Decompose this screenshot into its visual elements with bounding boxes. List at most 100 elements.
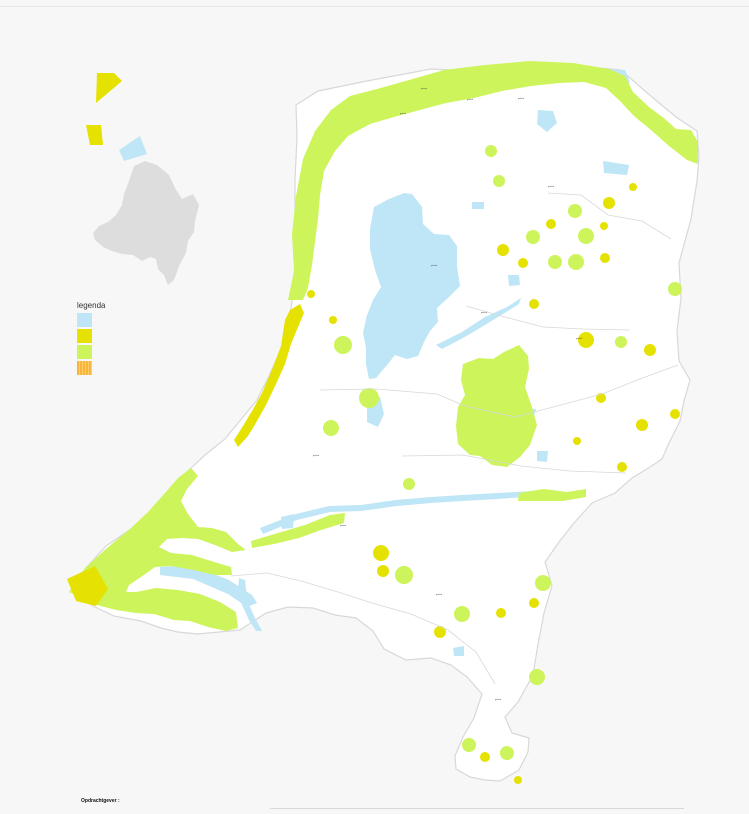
ijsselmeer-water	[363, 193, 460, 379]
yellow-patch-22	[670, 409, 680, 419]
east-river-green-strip	[518, 489, 586, 501]
client-label: Opdrachtgever :	[81, 798, 120, 804]
green-patch-2	[526, 230, 540, 244]
yellow-patch-13	[434, 626, 446, 638]
north-lake-water	[537, 110, 557, 132]
legend-swatch-green	[77, 345, 92, 359]
svg-text:gebied: gebied	[467, 99, 473, 101]
legend: legenda	[77, 301, 157, 393]
yellow-areas	[67, 183, 680, 784]
yellow-patch-11	[373, 545, 389, 561]
southwest-yellow-area	[67, 566, 108, 606]
river-green-strip	[251, 513, 345, 548]
yellow-patch-6	[600, 253, 610, 263]
yellow-patch-10	[596, 393, 606, 403]
svg-text:gebied: gebied	[340, 525, 346, 527]
yellow-patch-2	[518, 258, 528, 268]
yellow-patch-8	[644, 344, 656, 356]
green-patch-19	[500, 746, 514, 760]
small-water-7	[453, 646, 464, 656]
small-water-3	[508, 275, 520, 286]
svg-text:gebied: gebied	[421, 88, 427, 90]
green-patch-8	[323, 420, 339, 436]
green-patch-14	[668, 282, 682, 296]
legend-title: legenda	[77, 301, 106, 310]
legend-item-green	[77, 345, 157, 359]
green-patch-11	[454, 606, 470, 622]
river-water-2	[260, 491, 535, 534]
yellow-patch-14	[496, 608, 506, 618]
legend-item-yellow	[77, 329, 157, 343]
yellow-patch-24	[629, 183, 637, 191]
svg-text:gebied: gebied	[576, 338, 582, 340]
boundary-line-4	[547, 192, 672, 240]
legend-swatch-water	[77, 313, 92, 327]
svg-text:gebied: gebied	[518, 98, 524, 100]
inset-netherlands-shape	[93, 161, 199, 285]
yellow-patch-1	[497, 244, 509, 256]
small-water-4	[603, 161, 629, 175]
yellow-patch-9	[636, 419, 648, 431]
delta-green-area	[69, 468, 246, 631]
yellow-patch-18	[307, 290, 315, 298]
river-water-1	[436, 298, 521, 349]
inset-blue-area	[119, 136, 147, 161]
green-patch-12	[529, 669, 545, 685]
svg-text:gebied: gebied	[548, 186, 554, 188]
green-patch-4	[568, 254, 584, 270]
small-water-5	[472, 202, 484, 209]
west-coast-yellow-strip	[234, 304, 304, 447]
inset-small-yellow-area	[86, 125, 103, 145]
yellow-patch-15	[529, 598, 539, 608]
yellow-patch-19	[329, 316, 337, 324]
yellow-patch-20	[573, 437, 581, 445]
green-patch-10	[395, 566, 413, 584]
boundary-line-1	[319, 364, 679, 418]
green-patch-17	[535, 575, 551, 591]
legend-swatch-orange	[77, 361, 92, 375]
small-water-2	[281, 514, 294, 529]
legend-item-orange	[77, 361, 157, 375]
yellow-patch-16	[480, 752, 490, 762]
place-labels: gebied gebied gebied gebied gebied gebie…	[313, 88, 582, 701]
green-patch-3	[548, 255, 562, 269]
yellow-patch-23	[600, 222, 608, 230]
green-patch-15	[485, 145, 497, 157]
footer-divider	[270, 808, 684, 809]
river-water-3	[160, 565, 257, 607]
veluwe-green-area	[456, 345, 537, 467]
boundary-lines	[230, 192, 679, 685]
inset-map	[86, 73, 199, 285]
green-patch-5	[568, 204, 582, 218]
boundary-line-2	[401, 454, 627, 474]
small-water-6	[537, 451, 548, 462]
yellow-patch-5	[603, 197, 615, 209]
svg-text:gebied: gebied	[495, 699, 501, 701]
yellow-patch-3	[529, 299, 539, 309]
svg-text:gebied: gebied	[481, 312, 487, 314]
inset-north-yellow-area	[96, 73, 122, 103]
green-patch-13	[615, 336, 627, 348]
yellow-patch-12	[377, 565, 389, 577]
yellow-patch-7	[578, 332, 594, 348]
svg-text:gebied: gebied	[400, 113, 406, 115]
svg-text:gebied: gebied	[313, 455, 319, 457]
top-divider	[0, 6, 749, 7]
boundary-line-3	[230, 572, 496, 685]
legend-item-water	[77, 313, 157, 327]
svg-text:gebied: gebied	[436, 594, 442, 596]
green-patch-6	[578, 228, 594, 244]
svg-text:gebied: gebied	[431, 265, 437, 267]
yellow-patch-21	[617, 462, 627, 472]
river-water-4	[238, 578, 262, 631]
green-patch-9	[359, 388, 379, 408]
green-patch-16	[403, 478, 415, 490]
boundary-line-5	[465, 305, 631, 331]
green-patch-18	[462, 738, 476, 752]
green-patch-7	[334, 336, 352, 354]
yellow-patch-4	[546, 219, 556, 229]
green-areas	[69, 61, 698, 760]
yellow-patch-17	[514, 776, 522, 784]
